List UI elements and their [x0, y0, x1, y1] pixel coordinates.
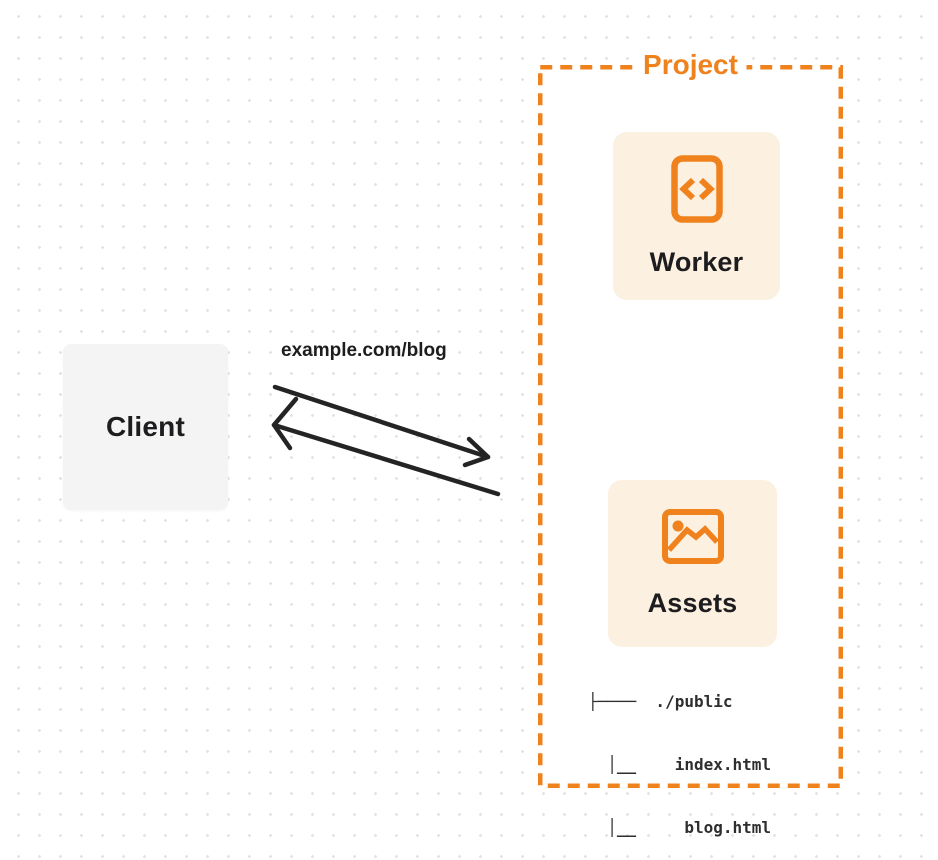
code-file-icon: [670, 154, 723, 223]
file-tree-line-index: │__ index.html: [588, 755, 772, 774]
assets-label: Assets: [647, 587, 738, 618]
file-tree-line-public: ├──── ./public: [588, 692, 733, 711]
project-label: Project: [634, 48, 747, 82]
worker-label: Worker: [649, 246, 744, 277]
file-tree: ├──── ./public │__ index.html │__ blog.h…: [588, 649, 771, 860]
response-arrow-icon: [271, 396, 501, 497]
image-icon: [661, 508, 724, 564]
file-tree-line-blog: │__ blog.html: [588, 818, 772, 837]
request-url-label: example.com/blog: [281, 340, 447, 361]
client-node: Client: [63, 344, 228, 510]
worker-card: Worker: [613, 132, 780, 300]
client-label: Client: [106, 411, 185, 442]
assets-card: Assets: [608, 480, 777, 647]
request-arrow-icon: [272, 384, 491, 468]
project-boundary: Project Worker Assets ├──── ./public │__…: [538, 48, 843, 837]
